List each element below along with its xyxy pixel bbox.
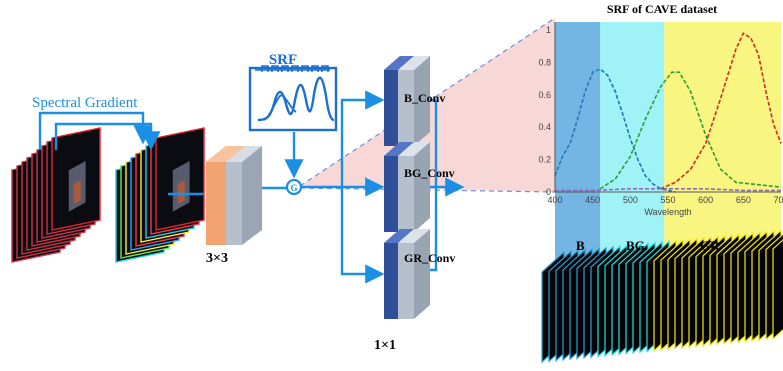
srf-chart: 0 0.2 0.4 0.6 0.8 1 400 450 500 550 600 650 700Wavel… [538,2,783,282]
b-conv-label: B_Conv [404,91,445,105]
chart-y-tick-label: 0.2 [538,155,551,165]
band-bg-label: BG [626,238,645,253]
output-band-slice [772,238,783,341]
chart-x-tick-label: 650 [736,195,751,205]
gr-conv-block [384,229,430,319]
kernel-1x1-label: 1×1 [374,338,396,353]
b-conv-block [384,56,430,146]
funnel-edge-top [299,17,556,187]
band-gr-label: GR [700,238,720,253]
chart-zone-b [555,22,601,282]
chart-x-tick-label: 450 [585,195,600,205]
bg-conv-label: BG_Conv [404,166,455,180]
gr-conv-label: GR_Conv [404,251,455,265]
chart-title: SRF of CAVE dataset [607,2,717,16]
output-band-stack [541,228,783,364]
chart-y-tick-label: 1 [546,25,551,35]
chart-series-line-3 [555,188,781,192]
chart-y-tick-label: 0 [546,187,551,197]
srf-label: SRF [269,52,297,68]
chart-x-tick-label: 400 [547,195,562,205]
chart-y-tick-label: 0.6 [538,90,551,100]
band-b-label: B [576,238,585,253]
chart-series-line-1 [599,71,782,190]
g-node-label: G [290,183,297,193]
conv-1x1-blocks [384,56,430,319]
spectral-gradient-arrows [38,111,161,151]
bg-conv-block [384,142,430,232]
chart-series-line-2 [660,32,782,190]
chart-x-tick-label: 500 [623,195,638,205]
chart-x-tick-label: 600 [698,195,713,205]
chart-x-tick-label: 700 [773,195,783,205]
input-slice [51,127,101,231]
input-hsi-stack [11,127,101,263]
chart-x-axis-label: Wavelength [644,207,691,217]
conv-3x3-block [206,146,262,245]
chart-y-tick-label: 0.4 [538,122,551,132]
kernel-3x3-label: 3×3 [206,251,228,266]
srf-box [248,65,338,132]
spectral-gradient-label: Spectral Gradient [32,95,138,111]
chart-y-tick-label: 0.8 [538,57,551,67]
chart-x-tick-label: 550 [660,195,675,205]
gradient-slice [155,127,205,231]
chart-series-line-0 [554,68,676,193]
